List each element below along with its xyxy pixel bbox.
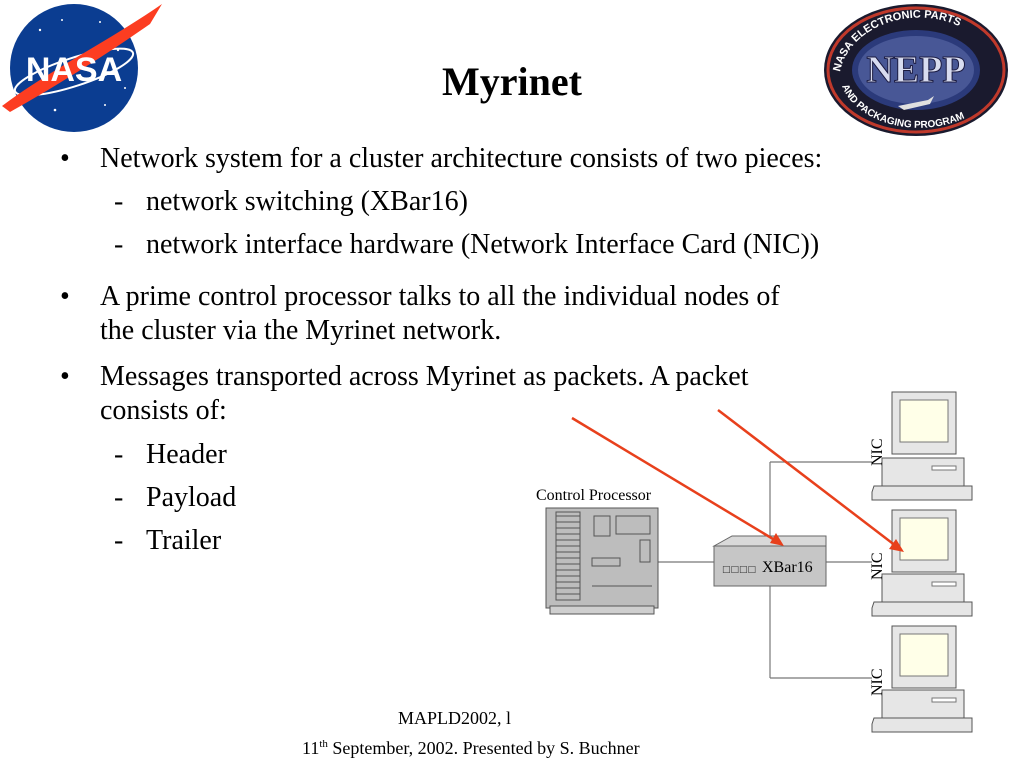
nic-label: NIC <box>869 438 886 466</box>
control-processor-label: Control Processor <box>536 487 652 504</box>
nic-label: NIC <box>869 668 886 696</box>
bullet-line: A prime control processor talks to all t… <box>100 281 780 312</box>
footer-day-suffix: th <box>319 738 328 750</box>
bullet-dot: • <box>60 361 70 392</box>
sub-dash: - <box>114 482 124 513</box>
sub-item-trailer: - Trailer <box>114 524 314 560</box>
footer-day: 11 <box>302 738 320 758</box>
myrinet-network-diagram: Control Processor □ <box>520 380 1024 740</box>
node-computer-3: NIC <box>869 625 973 733</box>
nasa-logo-text: NASA <box>26 51 122 89</box>
xbar16-switch: □□□□ XBar16 <box>712 535 827 587</box>
sub-dash: - <box>114 525 124 556</box>
sub-dash: - <box>114 439 124 470</box>
footer-date-presenter: 11th September, 2002. Presented by S. Bu… <box>302 738 640 759</box>
bullet-text: Network system for a cluster architectur… <box>100 143 823 174</box>
node-computer-2: NIC <box>869 509 973 617</box>
sub-item-network-interface: - network interface hardware (Network In… <box>114 228 994 264</box>
xbar16-label: XBar16 <box>762 559 813 576</box>
footer-event: MAPLD2002, l <box>398 708 512 728</box>
sub-item-payload: - Payload <box>114 481 314 517</box>
bullet-prime-control: • A prime control processor talks to all… <box>60 280 960 350</box>
footer-rest: September, 2002. Presented by S. Buchner <box>327 738 640 758</box>
arrow-to-xbar16 <box>571 416 779 544</box>
nasa-logo: NASA <box>0 0 164 136</box>
sub-text: Header <box>146 439 227 470</box>
nic-label: NIC <box>869 552 886 580</box>
sub-dash: - <box>114 229 124 260</box>
arrowhead <box>770 533 784 546</box>
sub-text: Trailer <box>146 525 222 556</box>
sub-dash: - <box>114 186 124 217</box>
control-processor <box>545 507 659 615</box>
node-computer-1: NIC <box>869 391 973 501</box>
bullet-dot: • <box>60 281 70 312</box>
bullet-line: Messages transported across Myrinet as p… <box>100 361 749 392</box>
nepp-logo: NEPP NASA ELECTRONIC PARTS AND PACKAGING… <box>818 0 1012 136</box>
nepp-logo-text: NEPP <box>866 49 965 91</box>
sub-item-header: - Header <box>114 438 314 474</box>
sub-item-network-switching: - network switching (XBar16) <box>114 185 714 221</box>
bullet-network-system: • Network system for a cluster architect… <box>60 142 1020 178</box>
sub-text: network interface hardware (Network Inte… <box>146 229 820 260</box>
slide-title: Myrinet <box>442 59 582 104</box>
switch-ports: □□□□ <box>722 565 756 575</box>
arrowhead <box>889 539 904 552</box>
bullet-line: the cluster via the Myrinet network. <box>100 315 502 346</box>
sub-text: network switching (XBar16) <box>146 186 468 217</box>
bullet-line: consists of: <box>100 395 227 426</box>
sub-text: Payload <box>146 482 237 513</box>
bullet-messages: • Messages transported across Myrinet as… <box>60 360 940 430</box>
bullet-dot: • <box>60 143 70 174</box>
arrow-to-nic <box>717 409 897 547</box>
